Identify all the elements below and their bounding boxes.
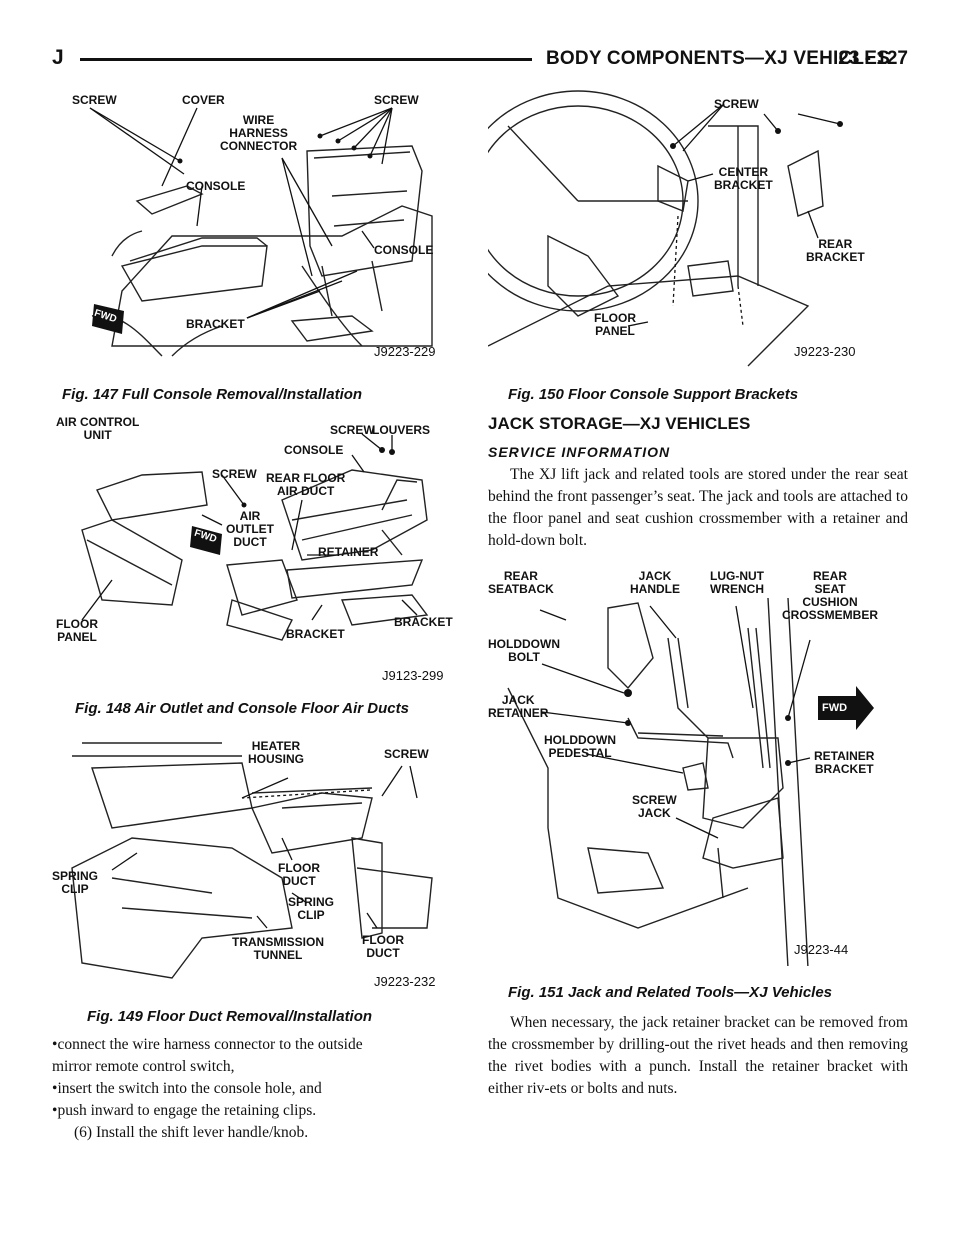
label-transmission-tunnel: TRANSMISSION TUNNEL <box>232 935 325 962</box>
subheading-service-information: SERVICE INFORMATION <box>488 444 671 460</box>
figure-149-illustration <box>71 742 433 979</box>
paragraph-retainer-removal: When necessary, the jack retainer bracke… <box>488 1012 908 1100</box>
label-screw: SCREW <box>714 97 759 111</box>
label-holddown-bolt: HOLDDOWN BOLT <box>488 637 560 664</box>
header-rule <box>80 58 532 61</box>
label-rear-seatback: REAR SEATBACK <box>488 569 554 596</box>
paragraph-jack-storage: The XJ lift jack and related tools are s… <box>488 464 908 552</box>
label-bracket-2: BRACKET <box>394 615 453 629</box>
figure-151-illustration <box>507 597 874 966</box>
label-rear-seat-cushion-crossmember: REAR SEAT CUSHION CROSSMEMBER <box>782 569 879 622</box>
label-retainer-bracket: RETAINER BRACKET <box>814 749 875 776</box>
figure-150: SCREW CENTER BRACKET REAR BRACKET FLOOR … <box>488 86 888 368</box>
bullet-continuation: mirror remote control switch, <box>52 1058 235 1075</box>
label-screw-left: SCREW <box>72 93 117 107</box>
label-screw-1: SCREW <box>212 467 257 481</box>
figure-148-code: J9123-299 <box>382 668 444 683</box>
label-rear-bracket: REAR BRACKET <box>806 237 865 264</box>
figure-150-illustration <box>488 90 843 367</box>
figure-148-caption: Fig. 148 Air Outlet and Console Floor Ai… <box>75 700 409 717</box>
figure-148-illustration <box>81 433 429 641</box>
figure-149: HEATER HOUSING SCREW SPRING CLIP FLOOR D… <box>52 728 452 990</box>
label-spring-clip-right: SPRING CLIP <box>288 895 335 922</box>
label-retainer: RETAINER <box>318 545 379 559</box>
label-holddown-pedestal: HOLDDOWN PEDESTAL <box>544 733 616 760</box>
figure-151-code: J9223-44 <box>794 942 849 957</box>
label-louvers: LOUVERS <box>372 423 431 437</box>
figure-151-caption: Fig. 151 Jack and Related Tools—XJ Vehic… <box>508 984 833 1001</box>
label-heater-housing: HEATER HOUSING <box>248 739 305 766</box>
label-jack-handle: JACK HANDLE <box>630 569 680 596</box>
bullet-item: •connect the wire harness connector to t… <box>52 1036 363 1053</box>
bullet-item: •push inward to engage the retaining cli… <box>52 1102 317 1119</box>
label-air-outlet-duct: AIR OUTLET DUCT <box>226 509 274 549</box>
label-bracket-1: BRACKET <box>286 627 345 641</box>
label-air-control-unit: AIR CONTROL UNIT <box>56 415 140 442</box>
section-letter: J <box>52 46 64 69</box>
label-spring-clip-left: SPRING CLIP <box>52 869 99 896</box>
label-console-right: CONSOLE <box>374 243 434 257</box>
label-floor-duct-center: FLOOR DUCT <box>278 861 320 888</box>
section-title: BODY COMPONENTS—XJ VEHICLES <box>546 48 890 69</box>
label-floor-panel: FLOOR PANEL <box>594 311 636 338</box>
figure-151: REAR SEATBACK JACK HANDLE LUG-NUT WRENCH… <box>488 568 888 966</box>
figure-149-caption: Fig. 149 Floor Duct Removal/Installation <box>87 1008 373 1025</box>
label-fwd: FWD <box>822 702 848 714</box>
figure-148: AIR CONTROL UNIT SCREW CONSOLE LOUVERS S… <box>52 410 453 690</box>
label-rear-floor-air-duct: REAR FLOOR AIR DUCT <box>266 471 346 498</box>
bullet-item: •insert the switch into the console hole… <box>52 1080 322 1097</box>
page-number: 23 - 127 <box>838 48 908 69</box>
label-screw-jack: SCREW JACK <box>632 793 677 820</box>
paragraph-text: When necessary, the jack retainer bracke… <box>488 1014 908 1097</box>
figure-147-code: J9223-229 <box>374 344 436 359</box>
label-cover: COVER <box>182 93 225 107</box>
label-center-bracket: CENTER BRACKET <box>714 165 773 192</box>
figure-149-code: J9223-232 <box>374 974 436 989</box>
paragraph-text: The XJ lift jack and related tools are s… <box>488 466 908 549</box>
label-console-top: CONSOLE <box>186 179 246 193</box>
figure-147: SCREW COVER WIRE HARNESS CONNECTOR SCREW… <box>52 86 452 368</box>
figure-150-code: J9223-230 <box>794 344 856 359</box>
figure-147-illustration <box>89 107 433 357</box>
label-floor-duct-right: FLOOR DUCT <box>362 933 404 960</box>
step-6: (6) Install the shift lever handle/knob. <box>74 1124 309 1141</box>
left-instructions: •connect the wire harness connector to t… <box>52 1034 472 1144</box>
label-floor-panel: FLOOR PANEL <box>56 617 98 644</box>
figure-147-caption: Fig. 147 Full Console Removal/Installati… <box>62 386 363 403</box>
label-lug-nut-wrench: LUG-NUT WRENCH <box>710 569 764 596</box>
section-heading-jack-storage: JACK STORAGE—XJ VEHICLES <box>488 414 751 433</box>
label-console: CONSOLE <box>284 443 344 457</box>
label-screw-2: SCREW <box>330 423 375 437</box>
figure-150-caption: Fig. 150 Floor Console Support Brackets <box>508 386 799 403</box>
label-screw-right: SCREW <box>374 93 419 107</box>
label-bracket: BRACKET <box>186 317 245 331</box>
label-jack-retainer: JACK RETAINER <box>488 693 549 720</box>
label-wire-harness-connector: WIRE HARNESS CONNECTOR <box>220 113 298 153</box>
label-screw: SCREW <box>384 747 429 761</box>
page-header: J BODY COMPONENTS—XJ VEHICLES 23 - 127 <box>52 46 908 76</box>
